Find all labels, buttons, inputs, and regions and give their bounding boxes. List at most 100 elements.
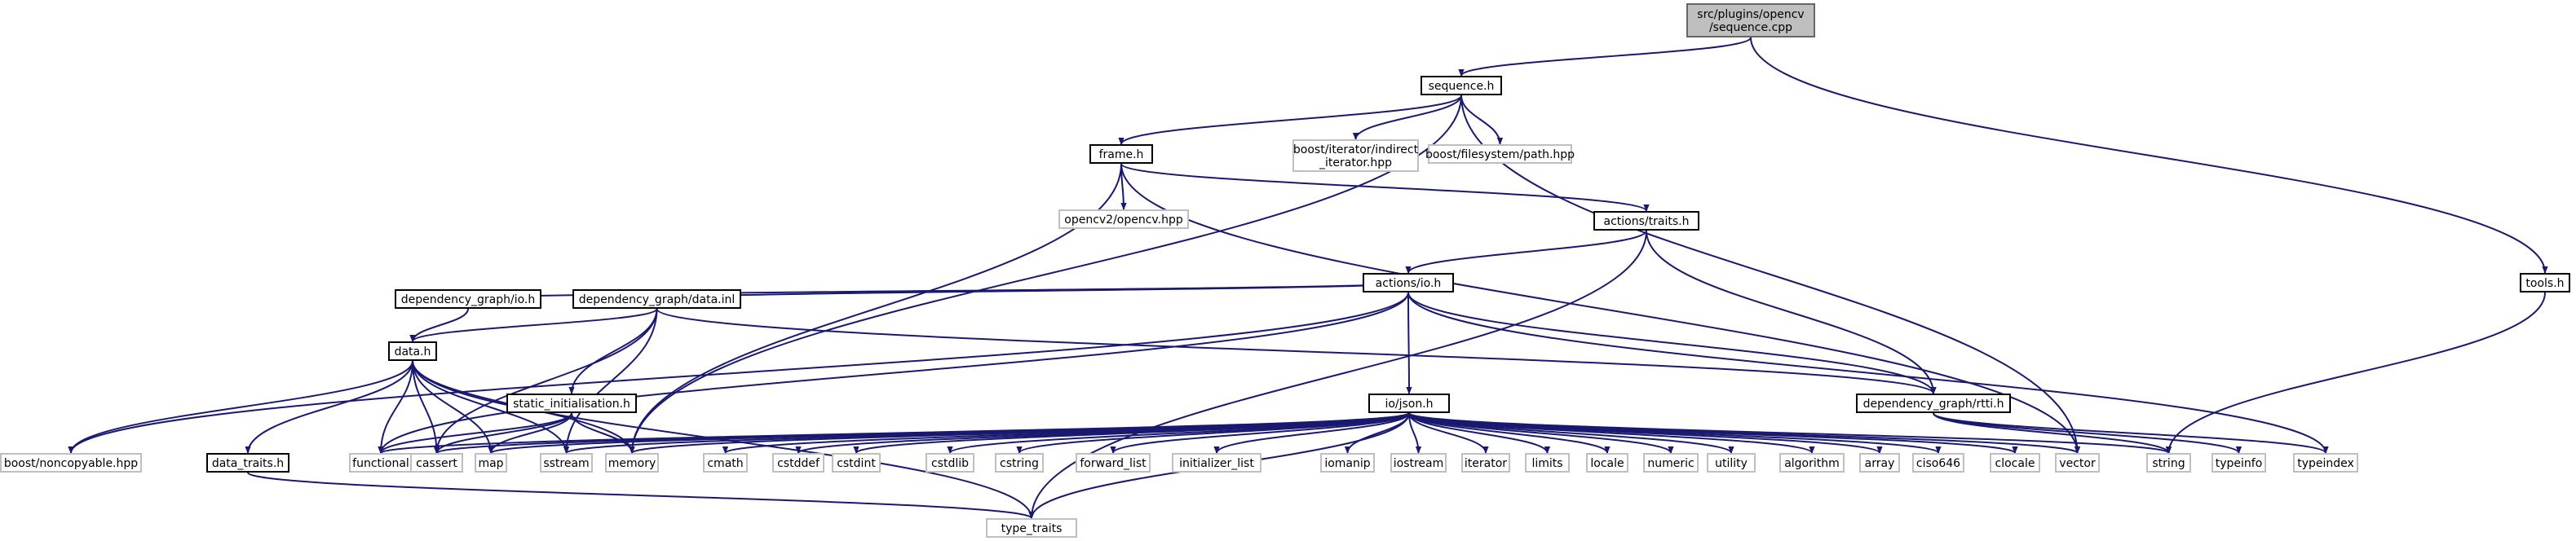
edge-sequence_h-to-boost_iter [1356, 95, 1462, 140]
node-data-h[interactable]: data.h [388, 341, 437, 361]
edge-actions_io_h-to-boost_noncopyable [71, 292, 1409, 454]
node-label: cstdint [837, 457, 876, 470]
node-box [703, 453, 748, 473]
node-typeindex: typeindex [2293, 453, 2358, 473]
node-label: cstring [1000, 457, 1039, 470]
node-label: functional [352, 457, 409, 470]
dependency-edges [71, 37, 2546, 519]
node-label: clocale [1995, 457, 2035, 470]
node-label: cstdlib [931, 457, 969, 470]
edge-data_h-to-sstream [412, 360, 567, 454]
node-box [1859, 453, 1900, 473]
edge-actions_io_h-to-dg_data_inl [657, 282, 1409, 300]
edge-tools_h-to-string [2169, 292, 2546, 453]
node-box [1912, 453, 1964, 473]
node-box [2211, 453, 2266, 473]
node-label: vector [2059, 457, 2096, 470]
node-algorithm: algorithm [1779, 453, 1845, 473]
node-cstring: cstring [995, 453, 1044, 473]
node-box [1707, 453, 1756, 473]
node-utility: utility [1707, 453, 1756, 473]
node-box [1390, 453, 1447, 473]
node-label: locale [1590, 457, 1624, 470]
node-label: boost/noncopyable.hpp [4, 457, 138, 470]
node-box [2146, 453, 2191, 473]
node-box [1856, 394, 2011, 413]
edge-frame_h-to-actions_traits_h [1120, 163, 1646, 212]
node-tools-h[interactable]: tools.h [2520, 273, 2570, 292]
node-array: array [1859, 453, 1900, 473]
node-box [410, 453, 463, 473]
node-box [1421, 76, 1502, 95]
node-box [1686, 3, 1815, 37]
node-box [832, 453, 881, 473]
node-label: io/json.h [1385, 398, 1433, 411]
node-clocale: clocale [1990, 453, 2040, 473]
node-forward-list: forward_list [1076, 453, 1151, 473]
edge-sequence_h-to-boost_fs [1460, 95, 1500, 145]
node-label: typeinfo [2216, 457, 2263, 470]
node-frame-h[interactable]: frame.h [1089, 144, 1153, 164]
node-box [395, 289, 541, 309]
node-box [506, 394, 637, 413]
node-box [206, 453, 289, 473]
edge-io_json_h-to-limits [1408, 412, 1548, 454]
node-box [1643, 453, 1699, 473]
node-locale: locale [1586, 453, 1628, 473]
node-dg-rtti-h[interactable]: dependency_graph/rtti.h [1856, 394, 2011, 413]
node-boost-iter: boost/iterator/indirect_iterator.hpp [1292, 139, 1419, 172]
node-typeinfo: typeinfo [2211, 453, 2266, 473]
edge-actions_io_h-to-io_json_h [1408, 292, 1409, 394]
edge-actions_traits_h-to-type_traits [1032, 230, 1647, 518]
node-string: string [2146, 453, 2191, 473]
node-cassert: cassert [410, 453, 463, 473]
edge-io_json_h-to-string [1408, 412, 2169, 454]
node-initializer-list: initializer_list [1172, 453, 1261, 473]
node-label: map [478, 457, 503, 470]
node-boost-noncopyable: boost/noncopyable.hpp [0, 453, 142, 473]
node-data-traits-h[interactable]: data_traits.h [206, 453, 289, 473]
edge-dg_data_inl-to-sstream [567, 308, 658, 453]
node-box [1172, 453, 1261, 473]
node-box [1586, 453, 1628, 473]
edge-dg_data_inl-to-dg_rtti_h [656, 308, 1934, 394]
node-dg-data-inl[interactable]: dependency_graph/data.inl [572, 289, 741, 309]
node-static-init-h[interactable]: static_initialisation.h [506, 394, 637, 413]
edge-io_json_h-to-iostream [1408, 412, 1419, 453]
node-dg-io-h[interactable]: dependency_graph/io.h [395, 289, 541, 309]
edge-actions_traits_h-to-actions_io_h [1408, 230, 1647, 274]
node-io-json-h[interactable]: io/json.h [1368, 394, 1450, 413]
node-cmath: cmath [703, 453, 748, 473]
node-box [1089, 144, 1153, 164]
edge-io_json_h-to-initializer_list [1217, 412, 1410, 454]
node-sstream: sstream [540, 453, 593, 473]
edge-data_h-to-data_traits_h [248, 360, 413, 454]
node-label: boost/filesystem/path.hpp [1425, 148, 1575, 161]
node-box [1779, 453, 1845, 473]
edge-data_traits_h-to-type_traits [247, 472, 1032, 519]
edge-io_json_h-to-forward_list [1113, 412, 1410, 454]
node-root[interactable]: src/plugins/opencv/sequence.cpp [1686, 3, 1815, 37]
node-sequence-h[interactable]: sequence.h [1421, 76, 1502, 95]
node-actions-traits-h[interactable]: actions/traits.h [1593, 211, 1699, 231]
node-box [1461, 453, 1510, 473]
edge-data_h-to-boost_noncopyable [71, 360, 413, 454]
node-actions-io-h[interactable]: actions/io.h [1363, 273, 1454, 292]
node-ciso646: ciso646 [1912, 453, 1964, 473]
node-label: array [1865, 457, 1895, 470]
node-label: frame.h [1099, 148, 1144, 161]
node-box [995, 453, 1044, 473]
node-vector: vector [2055, 453, 2100, 473]
edge-sequence_h-to-frame_h [1121, 95, 1462, 145]
edge-io_json_h-to-clocale [1408, 412, 2015, 454]
node-label: tools.h [2525, 277, 2564, 290]
node-cstdint: cstdint [832, 453, 881, 473]
node-box [1058, 209, 1189, 229]
node-functional: functional [349, 453, 413, 473]
node-box [0, 453, 142, 473]
node-box [1368, 394, 1450, 413]
node-label: data.h [395, 345, 431, 358]
node-label: cmath [707, 457, 743, 470]
node-box [475, 453, 507, 473]
node-label: forward_list [1080, 457, 1147, 470]
